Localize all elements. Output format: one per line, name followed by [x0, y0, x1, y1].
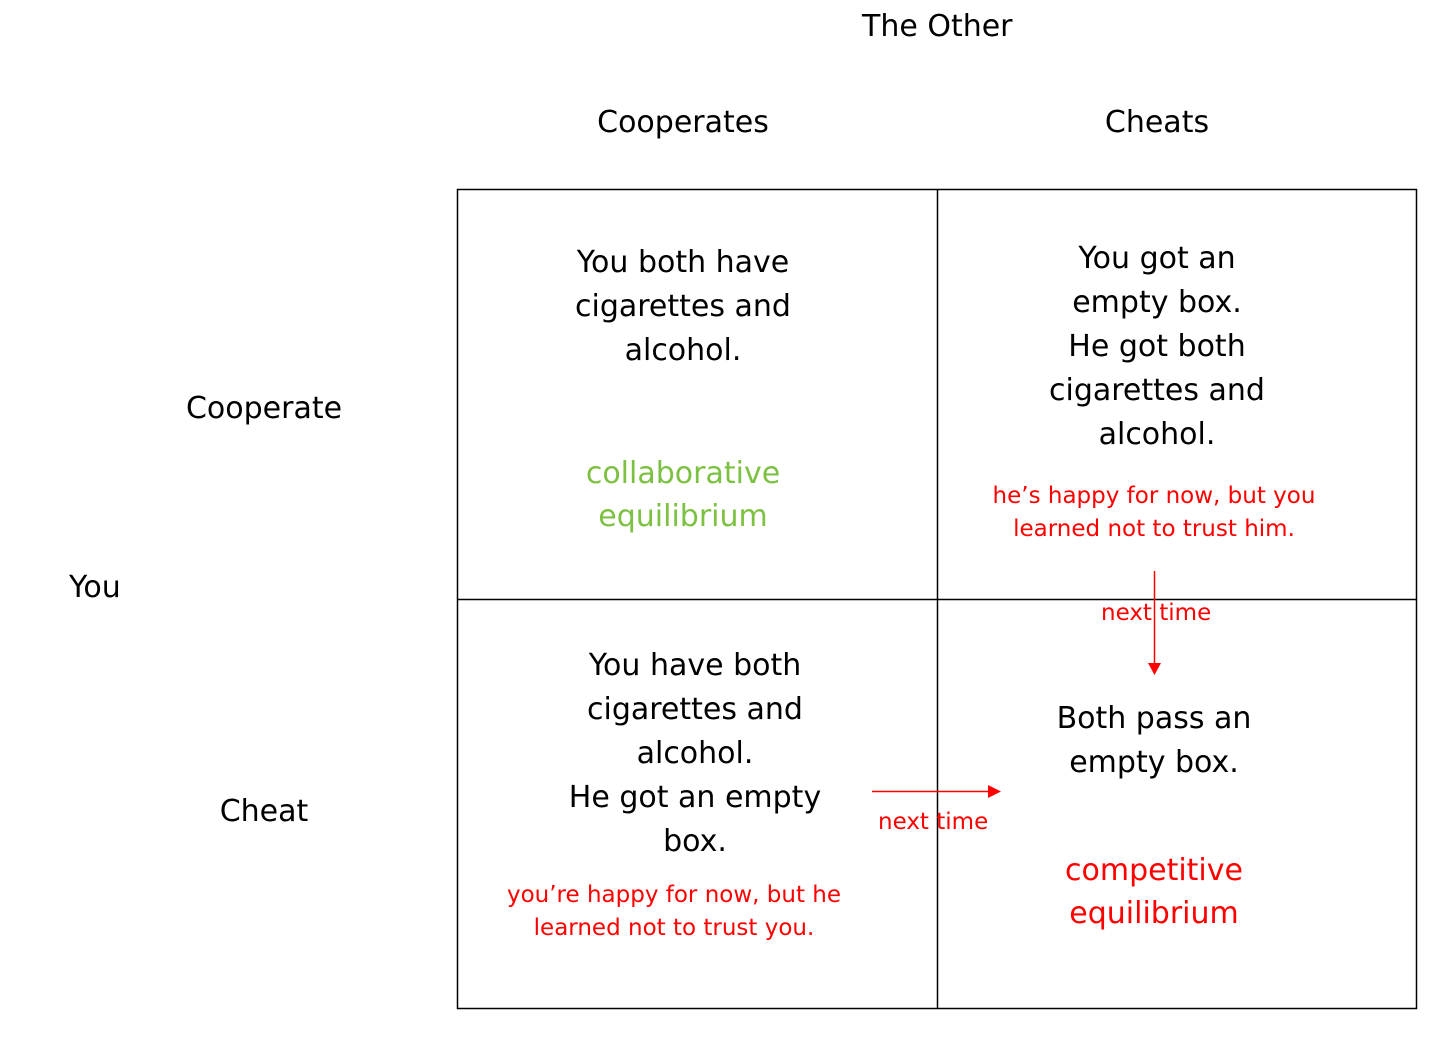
- next-time-down-label: next time: [1101, 600, 1212, 626]
- next-time-right-arrow-head: [988, 785, 1001, 798]
- cell-cooperate-cooperates-text: You both have cigarettes and alcohol.: [575, 245, 791, 368]
- cell-cooperate-cheats-note: he’s happy for now, but you learned not …: [992, 483, 1316, 542]
- cell-cheat-cooperates-text: You have both cigarettes and alcohol. He…: [568, 648, 822, 859]
- cell-cheat-cheats-text: Both pass an empty box.: [1056, 701, 1252, 780]
- cell-cooperate-cheats-text: You got an empty box. He got both cigare…: [1049, 241, 1265, 452]
- next-time-right-label: next time: [878, 809, 989, 835]
- row-player-label: You: [69, 570, 121, 605]
- cell-cheat-cooperates-note: you’re happy for now, but he learned not…: [506, 882, 842, 941]
- collaborative-equilibrium-label: collaborative equilibrium: [585, 456, 781, 534]
- row-header-cheat: Cheat: [219, 794, 309, 829]
- row-header-cooperate: Cooperate: [185, 391, 343, 426]
- competitive-equilibrium-label: competitive equilibrium: [1065, 853, 1243, 931]
- next-time-down-arrow-head: [1148, 663, 1161, 675]
- column-header-cooperates: Cooperates: [597, 105, 769, 140]
- column-header-cheats: Cheats: [1104, 105, 1210, 140]
- column-player-label: The Other: [862, 9, 1013, 44]
